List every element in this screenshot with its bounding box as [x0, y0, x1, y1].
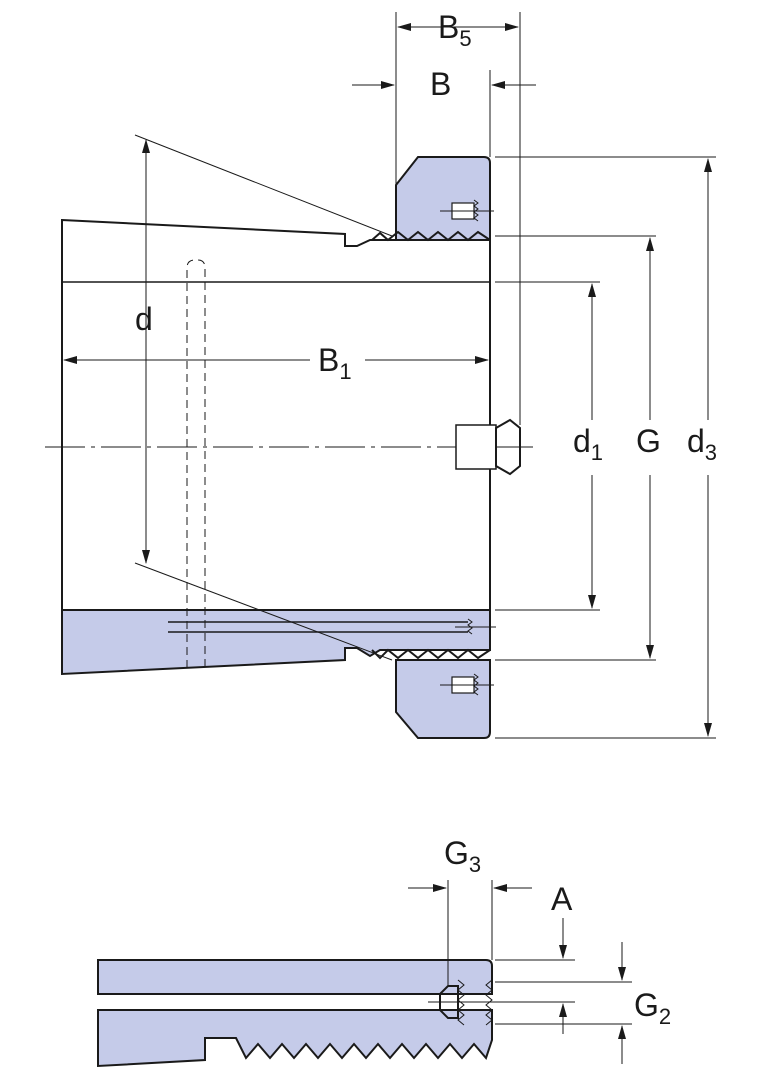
hex-nut — [455, 418, 521, 476]
label-b5: B5 — [438, 9, 472, 51]
thread-lower — [371, 648, 491, 660]
thread-upper — [371, 230, 491, 242]
label-d: d — [135, 301, 153, 337]
hidden-slot — [186, 259, 206, 668]
sleeve-body — [61, 218, 491, 611]
label-g: G — [636, 423, 661, 459]
label-d1: d1 — [573, 423, 603, 465]
locknut-upper — [395, 156, 491, 241]
sleeve-lower-section — [61, 609, 491, 676]
main-view: B5 B d B1 d1 G d3 — [45, 9, 717, 739]
detail-view: G3 A G2 — [97, 835, 671, 1068]
locknut-lower — [395, 659, 491, 739]
label-b: B — [430, 66, 451, 102]
label-a: A — [551, 881, 573, 917]
detail-sleeve-lower — [97, 1009, 493, 1068]
locking-screw-lower — [440, 673, 494, 696]
label-g3: G3 — [444, 835, 481, 877]
label-d3: d3 — [687, 423, 717, 465]
label-g2: G2 — [634, 987, 671, 1029]
locking-screw-upper — [440, 199, 494, 222]
label-b1: B1 — [318, 342, 352, 384]
detail-sleeve-upper — [97, 959, 493, 995]
